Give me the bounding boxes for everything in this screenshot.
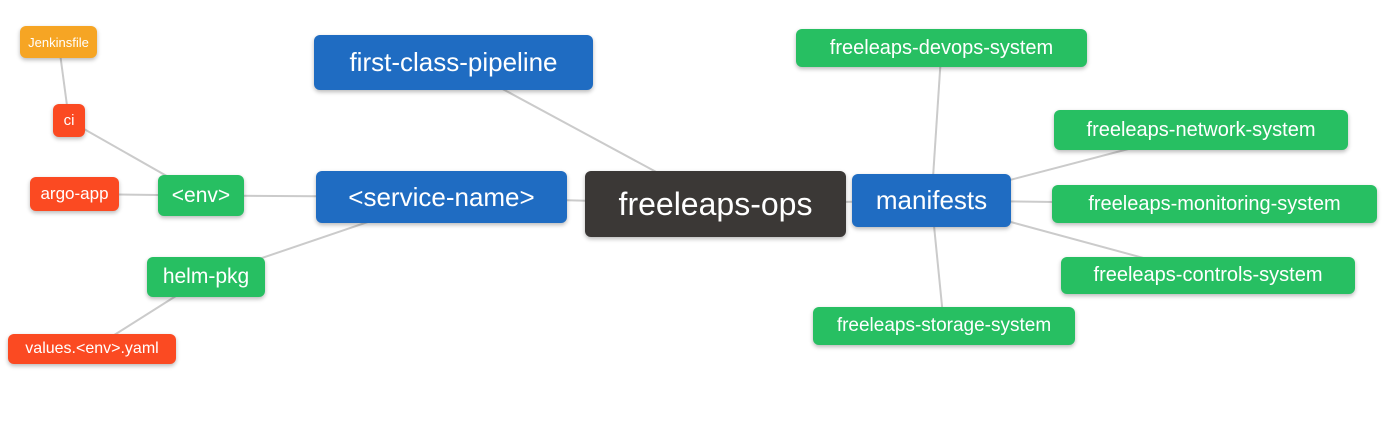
node-freeleaps-ops-root[interactable]: freeleaps-ops [585,171,846,237]
node-freeleaps-controls-system[interactable]: freeleaps-controls-system [1061,257,1355,294]
node-freeleaps-devops-system[interactable]: freeleaps-devops-system [796,29,1087,67]
node-manifests[interactable]: manifests [852,174,1011,227]
node-ci[interactable]: ci [53,104,85,137]
node-argo-app[interactable]: argo-app [30,177,119,211]
node-service-name[interactable]: <service-name> [316,171,567,223]
node-env[interactable]: <env> [158,175,244,216]
node-values-env-yaml[interactable]: values.<env>.yaml [8,334,176,364]
node-freeleaps-monitoring-system[interactable]: freeleaps-monitoring-system [1052,185,1377,223]
node-first-class-pipeline[interactable]: first-class-pipeline [314,35,593,90]
node-helm-pkg[interactable]: helm-pkg [147,257,265,297]
node-jenkinsfile[interactable]: Jenkinsfile [20,26,97,58]
node-freeleaps-network-system[interactable]: freeleaps-network-system [1054,110,1348,150]
node-freeleaps-storage-system[interactable]: freeleaps-storage-system [813,307,1075,345]
